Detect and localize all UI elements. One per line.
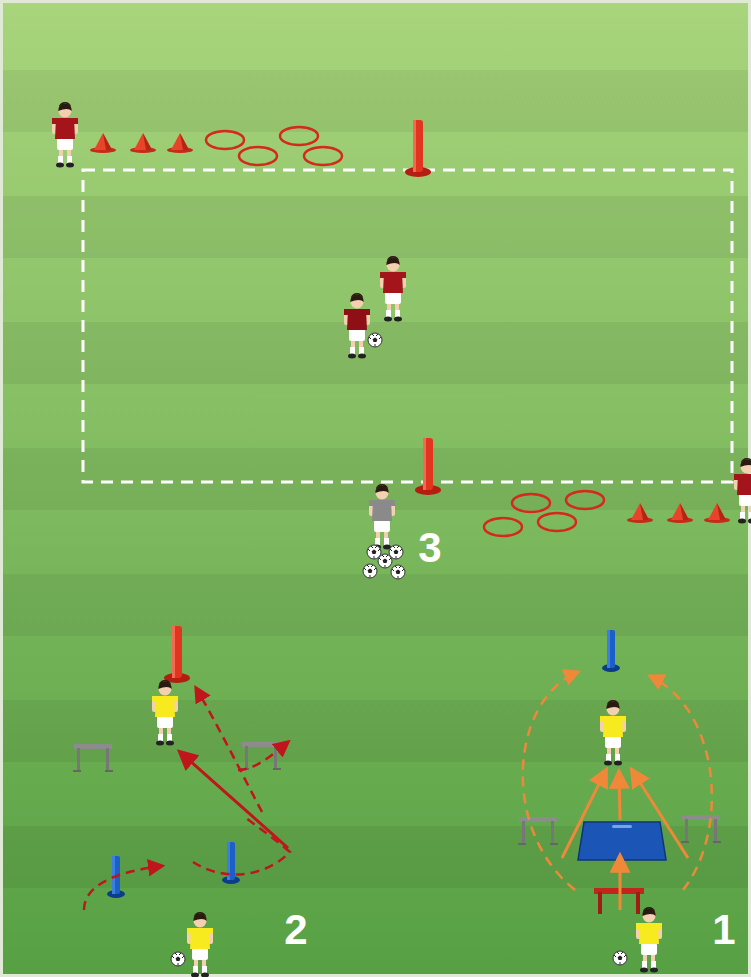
drill-two bbox=[73, 626, 290, 977]
mini-hurdle-part bbox=[636, 892, 640, 914]
drill-one-part bbox=[636, 907, 662, 973]
duel-players-part bbox=[368, 333, 382, 347]
drill-two-part bbox=[180, 752, 288, 848]
drill-one-part-part bbox=[562, 770, 606, 858]
top-station-part bbox=[52, 102, 78, 168]
server-player-part bbox=[378, 554, 392, 568]
server-player-part bbox=[369, 484, 395, 550]
drill-two-part bbox=[152, 680, 178, 746]
drill-two-part bbox=[241, 742, 281, 770]
top-station-part-part bbox=[239, 147, 277, 165]
drill-one-part-part bbox=[619, 772, 620, 820]
drill-two-part-part bbox=[238, 742, 288, 770]
bottom-station bbox=[415, 438, 751, 536]
grass-part-part bbox=[0, 196, 751, 258]
drill-two-part-part bbox=[84, 866, 162, 910]
top-station bbox=[52, 102, 431, 177]
drill-one-part bbox=[613, 951, 627, 965]
grass-part-part bbox=[0, 574, 751, 636]
agility-mat-part bbox=[612, 825, 632, 828]
bottom-station-part-part bbox=[484, 518, 522, 536]
drill-two-part bbox=[171, 952, 185, 966]
top-station-part-part bbox=[280, 127, 318, 145]
drill-two-part bbox=[187, 912, 213, 977]
bottom-station-part bbox=[627, 503, 653, 523]
drill-one-part bbox=[602, 630, 620, 672]
drill-one bbox=[518, 630, 721, 973]
mini-hurdle-part bbox=[598, 892, 602, 914]
bottom-station-part-part bbox=[566, 491, 604, 509]
drill-two-part bbox=[164, 626, 190, 683]
bottom-station-part-part bbox=[512, 494, 550, 512]
top-station-part bbox=[90, 133, 116, 153]
callout-number: 1 bbox=[712, 909, 735, 951]
bottom-station-part bbox=[484, 491, 604, 536]
bottom-station-part-part bbox=[538, 513, 576, 531]
agility-mat-part bbox=[578, 822, 666, 860]
server-player-part bbox=[391, 565, 405, 579]
drill-one-part-part bbox=[523, 672, 578, 890]
drill-one-part-part bbox=[619, 856, 622, 910]
duel-players-part bbox=[380, 256, 406, 322]
bottom-station-part bbox=[667, 503, 693, 523]
drill-one-part bbox=[600, 700, 626, 766]
duel-players-part bbox=[344, 293, 370, 359]
drill-two-part bbox=[84, 688, 290, 910]
drill-one-part-part bbox=[632, 770, 688, 858]
bottom-station-part bbox=[734, 458, 751, 524]
agility-mat bbox=[578, 822, 666, 860]
grass-part bbox=[0, 70, 751, 888]
server-player bbox=[363, 484, 405, 579]
playing-area-part bbox=[83, 170, 732, 482]
bottom-station-part bbox=[415, 438, 441, 495]
top-station-part bbox=[206, 127, 342, 165]
playing-area bbox=[83, 170, 732, 482]
drill-two-part bbox=[73, 744, 113, 772]
server-player-part bbox=[363, 564, 377, 578]
drill-one-part bbox=[518, 817, 558, 845]
top-station-part-part bbox=[206, 131, 244, 149]
drill-two-part bbox=[222, 842, 240, 884]
drill-one-part bbox=[681, 815, 721, 843]
drill-one-part bbox=[523, 672, 712, 890]
grass-part-part bbox=[0, 70, 751, 132]
top-station-part bbox=[130, 133, 156, 153]
grass-part-part bbox=[0, 322, 751, 384]
callout-number: 3 bbox=[418, 527, 441, 569]
drill-two-part-part bbox=[193, 818, 290, 874]
top-station-part-part bbox=[304, 147, 342, 165]
drill-one-part bbox=[562, 770, 688, 910]
grass-part-part bbox=[0, 700, 751, 762]
duel-players bbox=[344, 256, 406, 359]
top-station-part bbox=[405, 120, 431, 177]
top-station-part bbox=[167, 133, 193, 153]
bottom-station-part bbox=[704, 503, 730, 523]
callout-number: 2 bbox=[284, 909, 307, 951]
drill-two-part-part bbox=[196, 688, 262, 812]
drill-one-part-part bbox=[650, 676, 712, 890]
